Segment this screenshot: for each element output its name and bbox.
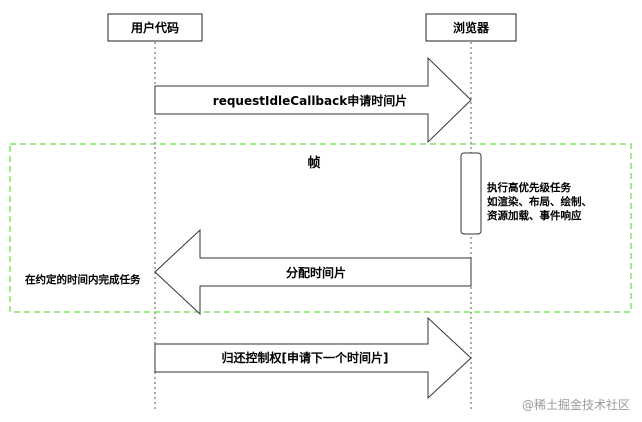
browser-activation-bar [460,152,482,235]
user-code-label: 用户代码 [130,20,179,35]
browser-task-line2: 如渲染、布局、绘制、 [487,195,592,208]
allocate-arrow-label: 分配时间片 [286,265,346,280]
frame-region [9,143,632,313]
frame-label: 帧 [307,155,320,171]
browser-task-line3: 资源加载、事件响应 [487,209,582,222]
browser-box [425,13,517,42]
request-arrow [154,56,472,144]
return-control-arrow [154,316,472,400]
return-control-arrow-label: 归还控制权[申请下一个时间片] [222,350,389,365]
user-code-box [107,13,203,42]
browser-label: 浏览器 [453,20,490,35]
browser-task-line1: 执行高优先级任务 [487,181,571,194]
user-task-note: 在约定的时间内完成任务 [25,273,141,286]
watermark: @稀土掘金技术社区 [522,397,630,412]
allocate-arrow [154,228,472,316]
request-arrow-label: requestIdleCallback申请时间片 [213,93,407,108]
